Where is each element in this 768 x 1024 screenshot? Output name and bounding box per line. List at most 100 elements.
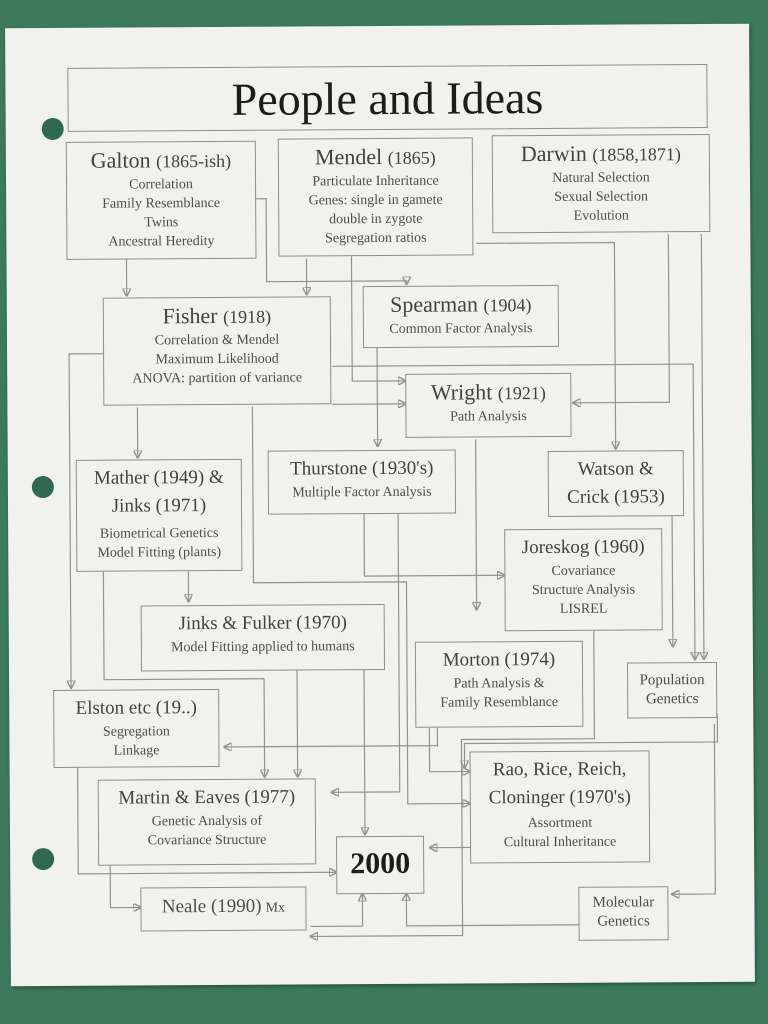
edge-galton-spearman bbox=[256, 198, 407, 285]
node-line: Sexual Selection bbox=[554, 189, 649, 205]
node-rao-rice-reich-cloninger: Rao, Rice, Reich, Cloninger (1970's) Ass… bbox=[469, 750, 651, 864]
node-line: Cultural Inheritance bbox=[503, 834, 617, 851]
node-name: Mather (1949) & bbox=[93, 466, 224, 489]
node-line: Path Analysis & bbox=[453, 675, 545, 692]
node-name: Cloninger (1970's) bbox=[488, 786, 631, 809]
edge-mendel-wright bbox=[350, 248, 405, 381]
node-line: Evolution bbox=[573, 208, 629, 224]
node-line: Genes: single in gamete bbox=[308, 192, 443, 209]
node-line: Model Fitting (plants) bbox=[97, 544, 222, 561]
node-year: (1858,1871) bbox=[592, 144, 681, 165]
node-line: Genetics bbox=[645, 691, 699, 708]
node-name: Rao, Rice, Reich, bbox=[492, 758, 627, 781]
node-name: Galton bbox=[90, 147, 151, 173]
node-line: Genetics bbox=[597, 913, 650, 930]
node-year: (1865-ish) bbox=[156, 150, 232, 172]
node-line: Assortment bbox=[527, 815, 593, 832]
node-name: Darwin bbox=[520, 140, 587, 167]
edge-darwin-popgen bbox=[701, 234, 704, 659]
node-joreskog: Joreskog (1960) Covariance Structure Ana… bbox=[504, 528, 663, 632]
node-line: Natural Selection bbox=[552, 170, 650, 186]
node-jinks-fulker: Jinks & Fulker (1970) Model Fitting appl… bbox=[140, 603, 386, 672]
node-line: Structure Analysis bbox=[531, 582, 636, 599]
edge-fisher-popgen bbox=[332, 363, 695, 661]
edge-wright-morton bbox=[476, 439, 477, 609]
node-population-genetics: Population Genetics bbox=[626, 661, 718, 719]
node-year: (1918) bbox=[223, 306, 272, 327]
node-neale: Neale (1990) Mx bbox=[140, 886, 307, 932]
node-elston: Elston etc (19..) Segregation Linkage bbox=[53, 688, 220, 768]
node-molecular-genetics: Molecular Genetics bbox=[578, 886, 669, 941]
node-year: (1921) bbox=[497, 382, 546, 404]
node-name: Joreskog (1960) bbox=[521, 536, 645, 559]
node-2000: 2000 bbox=[336, 835, 425, 895]
node-line: Covariance Structure bbox=[147, 832, 267, 849]
node-name: Jinks & Fulker (1970) bbox=[178, 612, 347, 635]
edge-jinksfulker-martin bbox=[297, 668, 298, 777]
node-galton: Galton (1865-ish) Correlation Family Res… bbox=[65, 140, 257, 260]
edge-elston-2000 bbox=[76, 765, 337, 874]
node-year: (1865) bbox=[387, 147, 436, 168]
paper-sheet: People and Ideas bbox=[5, 23, 755, 987]
node-name: Spearman bbox=[389, 291, 479, 317]
node-line: Family Resemblance bbox=[440, 694, 559, 711]
edge-thurstone-joreskog bbox=[363, 514, 504, 576]
node-line: Correlation bbox=[129, 177, 193, 193]
node-name: Thurstone (1930's) bbox=[290, 457, 434, 480]
node-name: Jinks (1971) bbox=[111, 495, 207, 517]
node-name: Neale (1990) bbox=[161, 895, 262, 918]
edge-watson-molgen bbox=[672, 516, 673, 646]
node-line: Path Analysis bbox=[450, 409, 527, 425]
edge-martin-neale bbox=[109, 863, 140, 907]
edge-thurstone-martin bbox=[330, 513, 401, 792]
edge-fisher-rao bbox=[251, 406, 469, 804]
edge-morton-rao bbox=[428, 725, 469, 771]
node-name: Fisher bbox=[162, 302, 218, 329]
node-wright: Wright (1921) Path Analysis bbox=[405, 372, 572, 438]
node-line: Common Factor Analysis bbox=[389, 321, 533, 337]
node-line: Population bbox=[639, 672, 705, 689]
node-name: 2000 bbox=[350, 846, 411, 881]
edge-fisher-elston bbox=[69, 353, 106, 688]
node-name: Morton (1974) bbox=[442, 648, 556, 671]
edge-neale-2000 bbox=[310, 894, 362, 928]
node-thurstone: Thurstone (1930's) Multiple Factor Analy… bbox=[267, 449, 457, 515]
node-line: double in zygote bbox=[329, 211, 423, 228]
node-line: Biometrical Genetics bbox=[99, 525, 219, 542]
node-line: Segregation bbox=[102, 724, 170, 740]
node-line: Maximum Likelihood bbox=[155, 351, 279, 368]
node-name: Watson & bbox=[577, 458, 654, 480]
node-year: (1904) bbox=[483, 295, 532, 316]
node-name: Crick (1953) bbox=[567, 486, 665, 508]
node-line: LISREL bbox=[559, 601, 608, 617]
node-line: Covariance bbox=[551, 563, 616, 579]
node-morton: Morton (1974) Path Analysis & Family Res… bbox=[414, 640, 584, 728]
node-martin-eaves: Martin & Eaves (1977) Genetic Analysis o… bbox=[97, 778, 317, 866]
edge-molgen-2000 bbox=[406, 893, 583, 927]
node-line: Segregation ratios bbox=[325, 230, 427, 247]
node-line: Molecular bbox=[592, 894, 655, 911]
edge-mather-martin bbox=[102, 571, 264, 778]
node-fisher: Fisher (1918) Correlation & Mendel Maxim… bbox=[102, 296, 332, 406]
edge-morton-elston bbox=[224, 725, 439, 747]
node-line: ANOVA: partition of variance bbox=[132, 370, 303, 387]
node-line: Linkage bbox=[113, 743, 160, 759]
node-line: Multiple Factor Analysis bbox=[292, 484, 432, 501]
edge-popgen-molgen bbox=[464, 713, 719, 768]
node-mather-jinks: Mather (1949) & Jinks (1971) Biometrical… bbox=[75, 458, 243, 572]
node-line: Genetic Analysis of bbox=[151, 813, 263, 830]
node-name: Martin & Eaves (1977) bbox=[118, 786, 296, 809]
node-line: Model Fitting applied to humans bbox=[171, 639, 355, 656]
connector-lines bbox=[5, 198, 719, 987]
node-name: Elston etc (19..) bbox=[75, 697, 197, 719]
node-watson-crick: Watson & Crick (1953) bbox=[547, 450, 685, 517]
edge-popgen-molgen2 bbox=[671, 723, 716, 894]
edge-darwin-wright bbox=[572, 234, 670, 403]
node-name: Mendel bbox=[314, 143, 383, 170]
edge-spearman-thurstone bbox=[377, 348, 378, 446]
node-line: Ancestral Heredity bbox=[108, 234, 215, 250]
node-name: Wright bbox=[430, 379, 493, 405]
node-tail: Mx bbox=[265, 900, 286, 916]
edge-jinksfulker-2000 bbox=[364, 668, 365, 834]
edge-joreskog-neale bbox=[309, 630, 596, 937]
